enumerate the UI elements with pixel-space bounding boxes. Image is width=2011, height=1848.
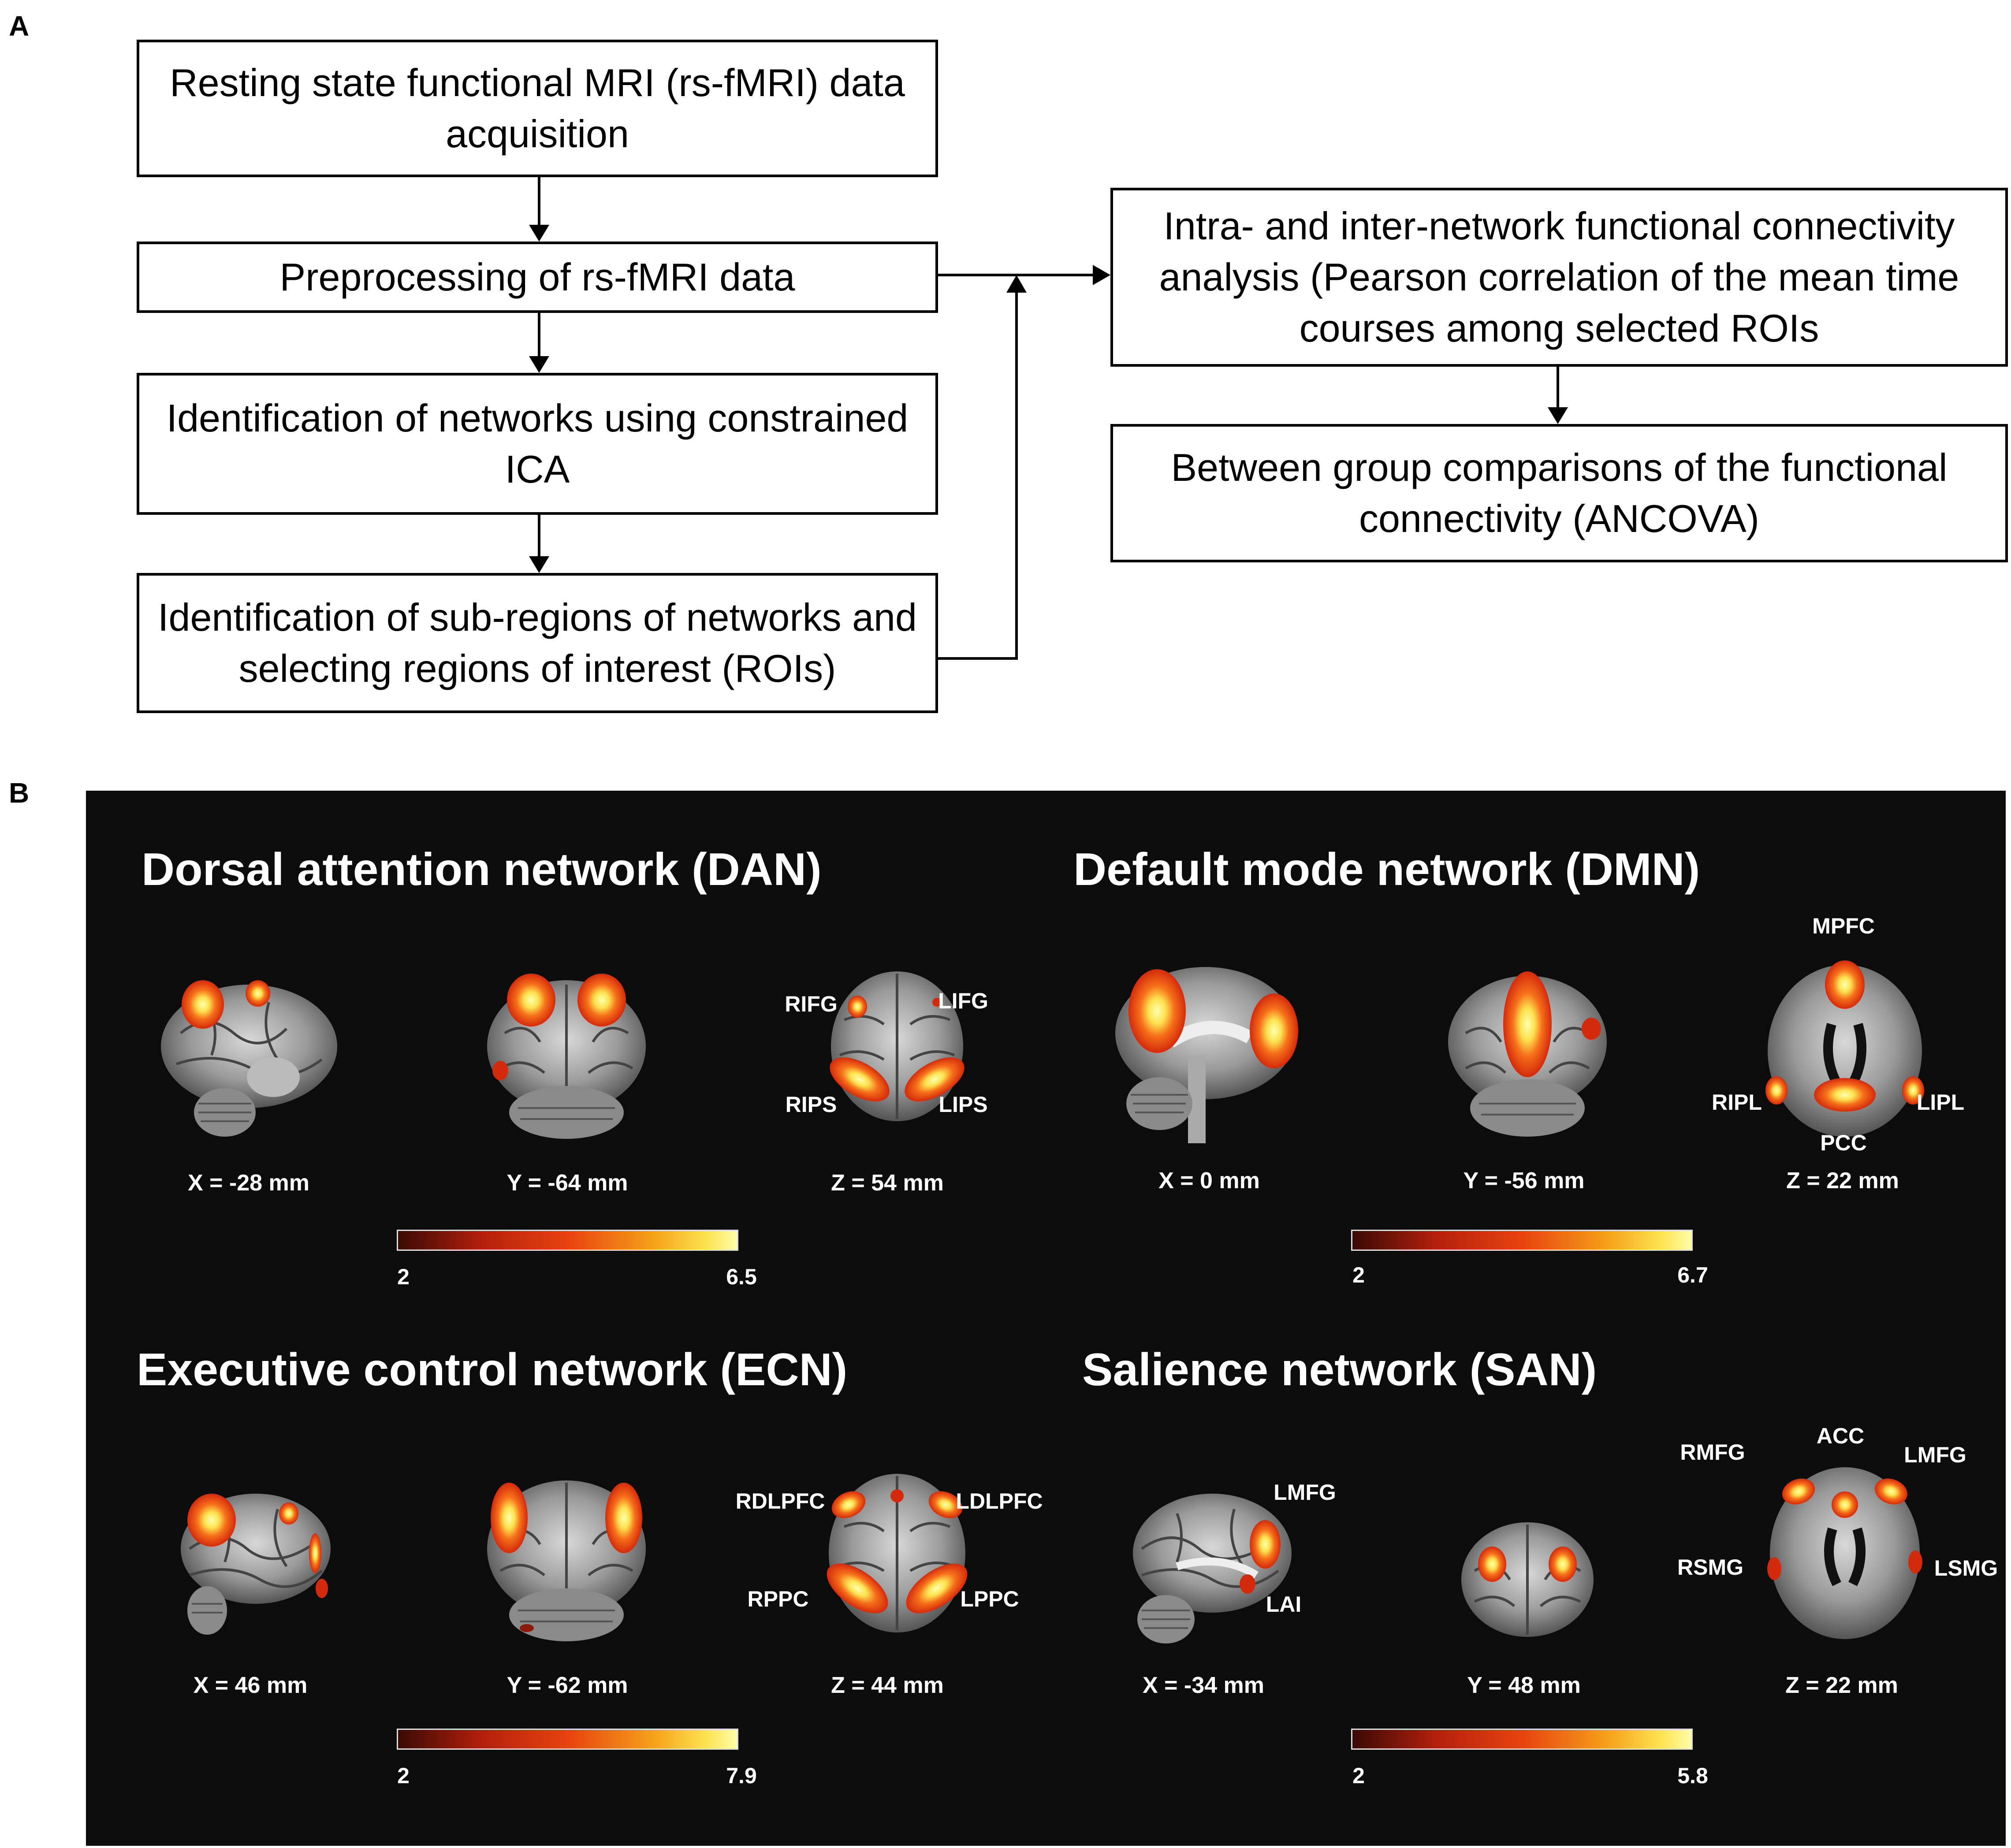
dmn-colorbar-min: 2 bbox=[1352, 1263, 1365, 1287]
san-roi-lai: LAI bbox=[1266, 1592, 1302, 1617]
san-coord-z: Z = 22 mm bbox=[1785, 1673, 1898, 1698]
san-coord-x: X = -34 mm bbox=[1142, 1673, 1265, 1698]
dan-axial-slice bbox=[830, 971, 965, 1121]
dmn-roi-mpfc: MPFC bbox=[1812, 914, 1875, 938]
san-axial-slice bbox=[1767, 1467, 1922, 1639]
dmn-sagittal-slice bbox=[1115, 967, 1298, 1143]
ecn-coronal-slice bbox=[487, 1480, 646, 1641]
flow-step-preprocessing: Preprocessing of rs-fMRI data bbox=[137, 242, 938, 313]
dan-title: Dorsal attention network (DAN) bbox=[142, 844, 822, 895]
ecn-colorbar-min: 2 bbox=[397, 1763, 410, 1788]
flow-step-roi-selection-text: Identification of sub-regions of network… bbox=[158, 595, 917, 690]
ecn-coord-y: Y = -62 mm bbox=[506, 1673, 628, 1698]
ecn-coord-x: X = 46 mm bbox=[193, 1673, 308, 1698]
san-sagittal-slice bbox=[1133, 1494, 1292, 1643]
flow-step-preprocessing-text: Preprocessing of rs-fMRI data bbox=[279, 255, 795, 299]
ecn-title: Executive control network (ECN) bbox=[137, 1344, 848, 1395]
dan-roi-lips: LIPS bbox=[938, 1092, 988, 1117]
flow-step-acquisition: Resting state functional MRI (rs-fMRI) d… bbox=[137, 40, 938, 177]
brain-networks-panel: Dorsal attention network (DAN) X = -28 m… bbox=[86, 791, 2006, 1846]
san-colorbar bbox=[1351, 1729, 1693, 1750]
dan-roi-rifg: RIFG bbox=[785, 992, 838, 1016]
san-roi-acc: ACC bbox=[1816, 1424, 1865, 1448]
ecn-sagittal-slice bbox=[181, 1494, 331, 1635]
arrow-roi-to-junction bbox=[938, 291, 1018, 660]
ecn-colorbar bbox=[397, 1729, 738, 1750]
san-coronal-slice bbox=[1461, 1522, 1594, 1637]
dan-coord-z: Z = 54 mm bbox=[831, 1170, 944, 1196]
flow-step-ica: Identification of networks using constra… bbox=[137, 373, 938, 515]
ecn-roi-rdlpfc: RDLPFC bbox=[735, 1489, 825, 1513]
dmn-colorbar-max: 6.7 bbox=[1677, 1263, 1708, 1287]
dmn-coord-y: Y = -56 mm bbox=[1463, 1168, 1585, 1194]
panel-a-label: A bbox=[9, 10, 30, 42]
dmn-coord-x: X = 0 mm bbox=[1158, 1168, 1260, 1194]
ecn-roi-ldlpfc: LDLPFC bbox=[956, 1489, 1043, 1513]
san-roi-rsmg: RSMG bbox=[1677, 1555, 1743, 1580]
dmn-roi-lipl: LIPL bbox=[1916, 1090, 1965, 1115]
dmn-coronal-slice bbox=[1448, 971, 1607, 1137]
dan-coronal-slice bbox=[487, 974, 646, 1139]
flow-step-connectivity-text: Intra- and inter-network functional conn… bbox=[1159, 204, 1959, 350]
arrowhead bbox=[1548, 407, 1568, 424]
flow-step-ancova-text: Between group comparisons of the functio… bbox=[1171, 446, 1948, 540]
dmn-colorbar bbox=[1351, 1230, 1693, 1251]
dan-roi-rips: RIPS bbox=[785, 1092, 837, 1117]
arrowhead bbox=[529, 556, 549, 573]
ecn-roi-lppc: LPPC bbox=[960, 1587, 1019, 1611]
san-colorbar-min: 2 bbox=[1352, 1763, 1365, 1788]
dmn-roi-ripl: RIPL bbox=[1712, 1090, 1762, 1115]
dan-roi-lifg: LIFG bbox=[938, 989, 988, 1013]
san-roi-lmfg-sagittal: LMFG bbox=[1274, 1480, 1336, 1505]
arrowhead bbox=[529, 356, 549, 373]
dmn-roi-pcc: PCC bbox=[1820, 1130, 1867, 1155]
arrowhead bbox=[1093, 265, 1110, 285]
dan-coord-x: X = -28 mm bbox=[187, 1170, 310, 1196]
ecn-axial-slice bbox=[827, 1474, 968, 1632]
arrowhead bbox=[529, 225, 549, 242]
ecn-roi-rppc: RPPC bbox=[747, 1587, 809, 1611]
ecn-coord-z: Z = 44 mm bbox=[831, 1673, 944, 1698]
dan-coord-y: Y = -64 mm bbox=[506, 1170, 628, 1196]
san-colorbar-max: 5.8 bbox=[1677, 1763, 1708, 1788]
dmn-axial-slice bbox=[1765, 960, 1924, 1137]
dan-sagittal-slice bbox=[161, 980, 337, 1137]
san-roi-lsmg: LSMG bbox=[1934, 1556, 1998, 1580]
flow-step-connectivity: Intra- and inter-network functional conn… bbox=[1110, 188, 2008, 367]
panel-b-label: B bbox=[9, 777, 30, 809]
flow-step-acquisition-text: Resting state functional MRI (rs-fMRI) d… bbox=[170, 61, 905, 156]
dan-colorbar bbox=[397, 1230, 738, 1251]
dmn-title: Default mode network (DMN) bbox=[1073, 844, 1700, 895]
dmn-coord-z: Z = 22 mm bbox=[1786, 1168, 1899, 1194]
flow-step-roi-selection: Identification of sub-regions of network… bbox=[137, 573, 938, 713]
ecn-colorbar-max: 7.9 bbox=[726, 1763, 757, 1788]
arrowhead bbox=[1006, 275, 1027, 293]
flow-step-ica-text: Identification of networks using constra… bbox=[166, 396, 909, 491]
san-title: Salience network (SAN) bbox=[1082, 1344, 1597, 1395]
dan-colorbar-max: 6.5 bbox=[726, 1264, 757, 1289]
dan-colorbar-min: 2 bbox=[397, 1264, 410, 1289]
flowchart-connectors bbox=[529, 177, 1568, 660]
san-coord-y: Y = 48 mm bbox=[1467, 1673, 1581, 1698]
san-roi-lmfg-axial: LMFG bbox=[1904, 1443, 1966, 1467]
san-roi-rmfg: RMFG bbox=[1680, 1440, 1745, 1465]
flow-step-ancova: Between group comparisons of the functio… bbox=[1110, 424, 2008, 562]
